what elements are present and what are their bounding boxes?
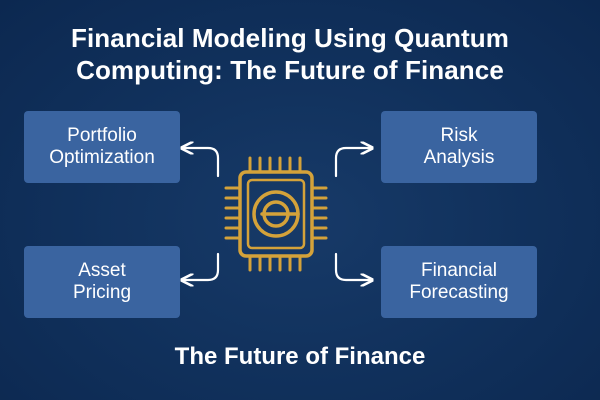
risk-analysis-label: Risk Analysis (423, 125, 495, 168)
asset-pricing-label: Asset Pricing (72, 260, 132, 303)
portfolio-optimization-box: Portfolio Optimization (24, 111, 180, 183)
arrow-to-asset-icon (183, 252, 220, 280)
arrow-to-risk-icon (334, 148, 371, 178)
asset-pricing-box: Asset Pricing (24, 246, 180, 318)
portfolio-optimization-label: Portfolio Optimization (49, 125, 155, 168)
financial-forecasting-box: Financial Forecasting (381, 246, 537, 318)
arrow-to-portfolio-icon (183, 148, 220, 178)
diagram-title: Financial Modeling Using Quantum Computi… (71, 23, 509, 85)
quantum-chip-icon (224, 156, 328, 272)
diagram-footer: The Future of Finance (174, 343, 426, 370)
financial-forecasting-label: Financial Forecasting (409, 260, 509, 303)
arrow-to-forecast-icon (334, 252, 371, 280)
risk-analysis-box: Risk Analysis (381, 111, 537, 183)
